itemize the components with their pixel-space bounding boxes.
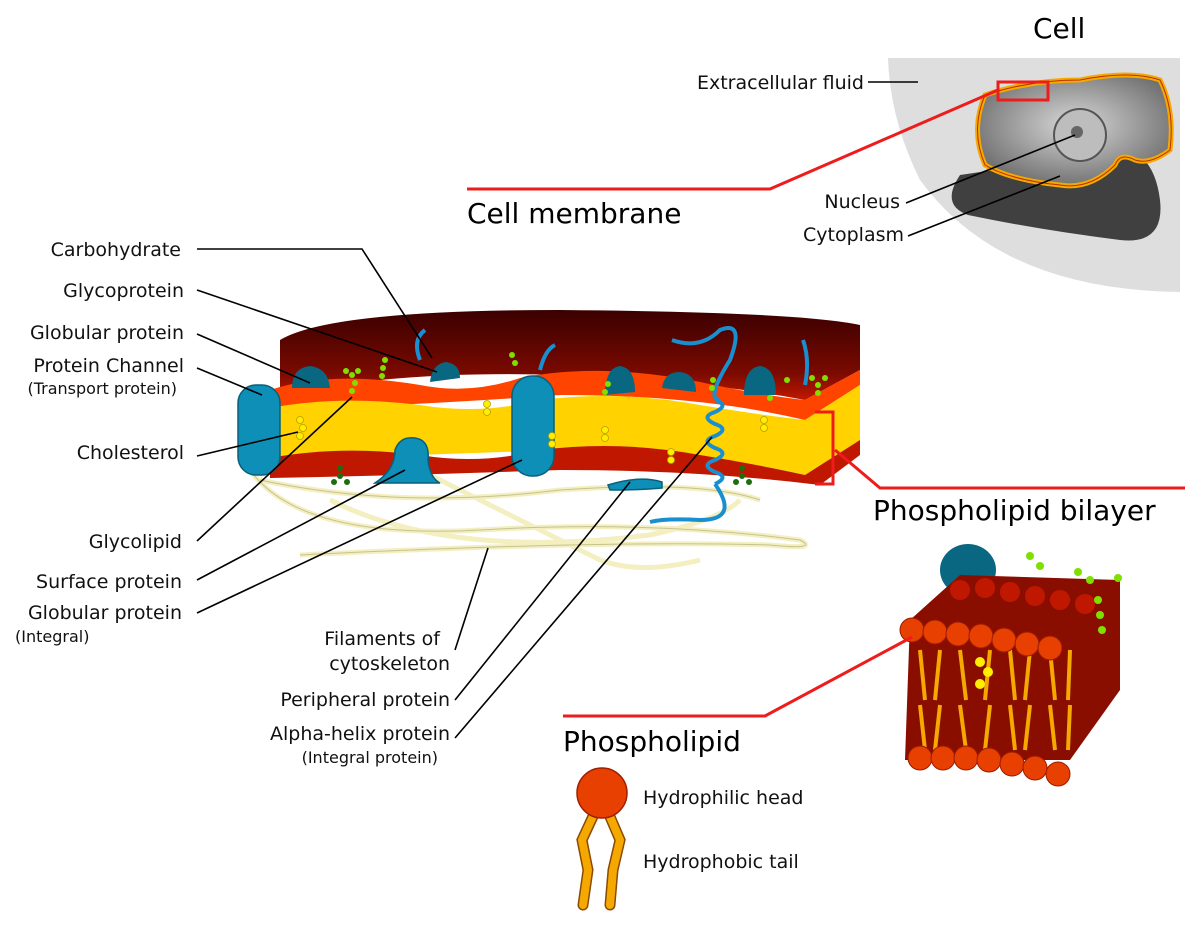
label-protein-channel-sub: (Transport protein)	[27, 379, 177, 398]
label-cholesterol: Cholesterol	[77, 442, 184, 464]
inner-carbohydrates	[331, 465, 752, 485]
cell-illustration	[888, 58, 1180, 292]
hydrophilic-head-icon	[576, 767, 628, 819]
label-hydrophilic-head: Hydrophilic head	[643, 787, 803, 809]
phospholipid-bilayer-title: Phospholipid bilayer	[873, 494, 1156, 527]
label-filaments-line2: cytoskeleton	[329, 653, 450, 675]
label-hydrophobic-tail: Hydrophobic tail	[643, 851, 799, 873]
outer-head-layer	[270, 370, 860, 420]
bilayer-bracket	[815, 410, 835, 486]
label-globular-protein: Globular protein	[30, 322, 184, 344]
globular-protein	[292, 366, 330, 388]
alpha-helix-protein	[414, 326, 810, 524]
label-peripheral-protein: Peripheral protein	[280, 689, 450, 711]
cell-title: Cell	[1033, 12, 1085, 45]
phospholipid-title: Phospholipid	[563, 725, 741, 758]
label-nucleus: Nucleus	[824, 191, 900, 213]
surface-protein	[511, 375, 555, 477]
label-protein-channel: Protein Channel	[33, 355, 184, 377]
phospholipid-legend-icon	[576, 767, 628, 911]
bilayer-block-illustration	[899, 544, 1122, 787]
cholesterol-molecules	[296, 400, 768, 464]
label-surface-protein: Surface protein	[36, 571, 182, 593]
label-filaments-line1: Filaments of	[324, 628, 441, 650]
callout-lines	[467, 88, 1185, 718]
label-extracellular-fluid: Extracellular fluid	[697, 72, 864, 94]
label-alpha-helix-protein-sub: (Integral protein)	[302, 748, 438, 767]
label-globular-protein-integral-sub: (Integral)	[15, 627, 89, 646]
label-cytoplasm: Cytoplasm	[803, 224, 904, 246]
integral-globular-protein-top	[605, 366, 635, 395]
membrane-illustration	[237, 310, 860, 570]
carbohydrate-chains	[343, 352, 828, 401]
glycoprotein	[430, 362, 460, 382]
protein-channel	[237, 384, 281, 476]
label-glycoprotein: Glycoprotein	[63, 280, 184, 302]
cell-membrane-outline	[977, 74, 1172, 187]
peripheral-protein	[607, 478, 663, 491]
label-glycolipid: Glycolipid	[89, 531, 182, 553]
integral-protein-top	[662, 372, 696, 392]
cell-membrane-title: Cell membrane	[467, 197, 681, 230]
globular-protein-bottom	[372, 437, 441, 484]
label-carbohydrate: Carbohydrate	[51, 239, 181, 261]
leader-lines	[196, 81, 1076, 739]
glycoprotein-right	[744, 366, 776, 395]
label-globular-protein-integral: Globular protein	[28, 602, 182, 624]
label-alpha-helix-protein: Alpha-helix protein	[270, 723, 450, 745]
